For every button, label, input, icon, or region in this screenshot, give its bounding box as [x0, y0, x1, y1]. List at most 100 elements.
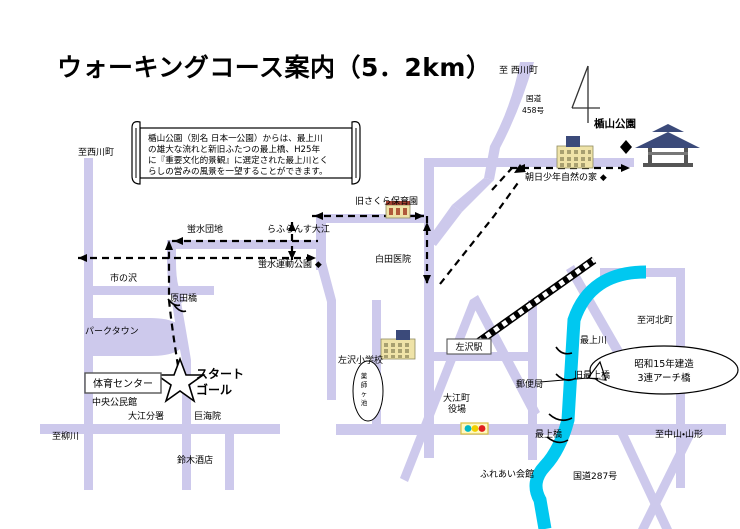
label-shirata-iin: 白田医院	[375, 253, 411, 265]
road-station-horizontal	[434, 352, 534, 361]
label-ichinosawa: 市の沢	[110, 272, 137, 284]
label-oe-bunsho: 大江分署	[128, 410, 164, 422]
arrow-hoikuen-east	[415, 212, 424, 220]
road-bottom-horizontal-left	[40, 424, 280, 434]
label-tateyama-park: 楯山公園	[594, 117, 636, 130]
road-parktown-loop	[84, 318, 185, 356]
road-bottom-vertical-stub	[225, 424, 234, 490]
pavilion-post-left	[648, 148, 652, 165]
label-fureai-kaikan: ふれあい会館	[480, 468, 534, 480]
road-keisui-connector	[167, 240, 186, 305]
arrow-center-down	[288, 251, 296, 260]
road-ichinosawa-horizontal	[84, 286, 214, 295]
diamond-tateyama	[620, 140, 632, 154]
arrow-junction-up	[514, 164, 526, 173]
label-suzuki-saketen: 鈴木酒店	[177, 454, 213, 466]
info-scroll-line-3: に『重要文化的景観』に選定された最上川とく	[148, 154, 328, 166]
info-scroll-line-1: 楯山公園（別名 日本一公園）からは、最上川	[148, 132, 323, 144]
road-bottom-right-diagonal2	[638, 424, 700, 529]
label-keisui-undo-park: 蛍水運動公園 ◆	[258, 258, 322, 270]
label-oe-machi-yakuba1: 大江町	[443, 392, 470, 404]
label-atsuzawa-shogakko: 左沢小学校	[338, 354, 383, 366]
arrow-undopark-west	[78, 254, 87, 262]
road-keisui-horizontal	[176, 240, 321, 249]
mogami-river	[529, 265, 647, 529]
asahi-building-icon	[556, 136, 594, 169]
arrow-keisui-west	[174, 237, 183, 245]
bridge-harada-b	[173, 304, 187, 313]
label-route458: 国道	[526, 93, 542, 103]
atsuzawa-station-label: 左沢駅	[455, 341, 482, 353]
traffic-light-yellow	[471, 425, 479, 432]
pavilion-roof	[635, 132, 700, 148]
school-building-windows	[384, 343, 409, 358]
arrow-undopark-east	[307, 254, 316, 262]
road-458-continue	[427, 205, 462, 246]
bridge-mogami-b	[546, 436, 569, 444]
asahi-building-windows	[560, 150, 591, 167]
traffic-light-green	[464, 425, 472, 432]
label-route287: 国道287号	[573, 470, 617, 482]
label-nishikawa-left: 至西川町	[78, 147, 114, 158]
taiiku-center-label: 体育センター	[93, 377, 153, 390]
traffic-light-red	[478, 425, 486, 432]
pavilion-base	[643, 163, 693, 167]
label-yakushigaike-char-1: 師	[361, 380, 368, 389]
boxed-label-taiiku-center: 体育センター	[84, 372, 162, 394]
bridge-kyu-mogami-a	[555, 346, 573, 355]
page-title: ウォーキングコース案内（5．2km）	[57, 53, 491, 82]
route-seg-junction	[491, 167, 513, 191]
arrow-hoikuen-west	[314, 212, 323, 220]
hoikuen-building-windows	[389, 208, 407, 215]
road-bottom-main-horizontal	[336, 424, 726, 435]
road-bottom-main-left	[336, 424, 396, 435]
start-goal-marker: スタート ゴール	[154, 356, 244, 404]
pavilion-icon	[635, 124, 700, 167]
river-path	[529, 265, 647, 529]
north-arrow	[571, 65, 600, 123]
route-seg-458-diagonal	[439, 179, 521, 285]
traffic-light-icon	[460, 422, 489, 435]
info-scroll-line-4: らしの営みの風景を一望することができます。	[148, 165, 328, 177]
label-nishikawa-top: 至 西川町	[499, 65, 538, 76]
label-chuo-kominkan: 中央公民館	[92, 396, 137, 408]
callout-tail	[586, 360, 607, 381]
boxed-label-atsuzawa-station: 左沢駅	[446, 338, 492, 355]
road-main-vertical	[424, 158, 434, 458]
road-school-vertical	[372, 300, 381, 430]
yakushi-pond	[352, 360, 384, 422]
label-kahokucho: 至河北町	[637, 314, 673, 326]
arrow-main-down	[423, 275, 431, 284]
label-asahi-shonen: 朝日少年自然の家 ◆	[525, 171, 607, 183]
pavilion-post-right	[684, 148, 688, 165]
label-harada-bashi: 原田橋	[170, 292, 197, 304]
label-yubinkyoku: 郵便局	[516, 378, 543, 390]
info-scroll-body	[139, 127, 353, 179]
school-building-icon	[380, 330, 416, 360]
callout-pointer	[539, 377, 589, 383]
arrow-north-1	[165, 240, 173, 250]
hoikuen-building-roof	[386, 201, 410, 205]
road-center-vertical-lower	[316, 262, 336, 400]
road-tateyama-approach	[434, 158, 634, 167]
label-route458b: 458号	[522, 106, 544, 115]
route-seg-start-north	[167, 248, 182, 379]
info-scroll-line-2: の雄大な流れと新旧ふたつの最上橋、H25年	[148, 143, 320, 155]
north-arrow-left	[571, 65, 589, 109]
label-nakayama-yamagata: 至中山・山形	[655, 428, 703, 440]
diamond-markers	[620, 140, 632, 154]
road-hoikuen-horizontal	[316, 214, 426, 223]
callout-line-1: 昭和15年建造	[634, 358, 694, 370]
road-458-lower	[452, 178, 494, 212]
label-la-france-oe: らふらんす大江	[267, 223, 330, 235]
goal-label: ゴール	[196, 382, 232, 397]
school-building-roof	[396, 330, 410, 340]
label-kyu-sakura-hoikuen: 旧さくら保育園	[355, 195, 418, 207]
pavilion-rail	[648, 152, 688, 155]
label-mogamigawa: 最上川	[580, 335, 607, 346]
label-oe-machi-yakuba2: 役場	[448, 403, 466, 415]
label-park-town: パークタウン	[85, 326, 139, 337]
